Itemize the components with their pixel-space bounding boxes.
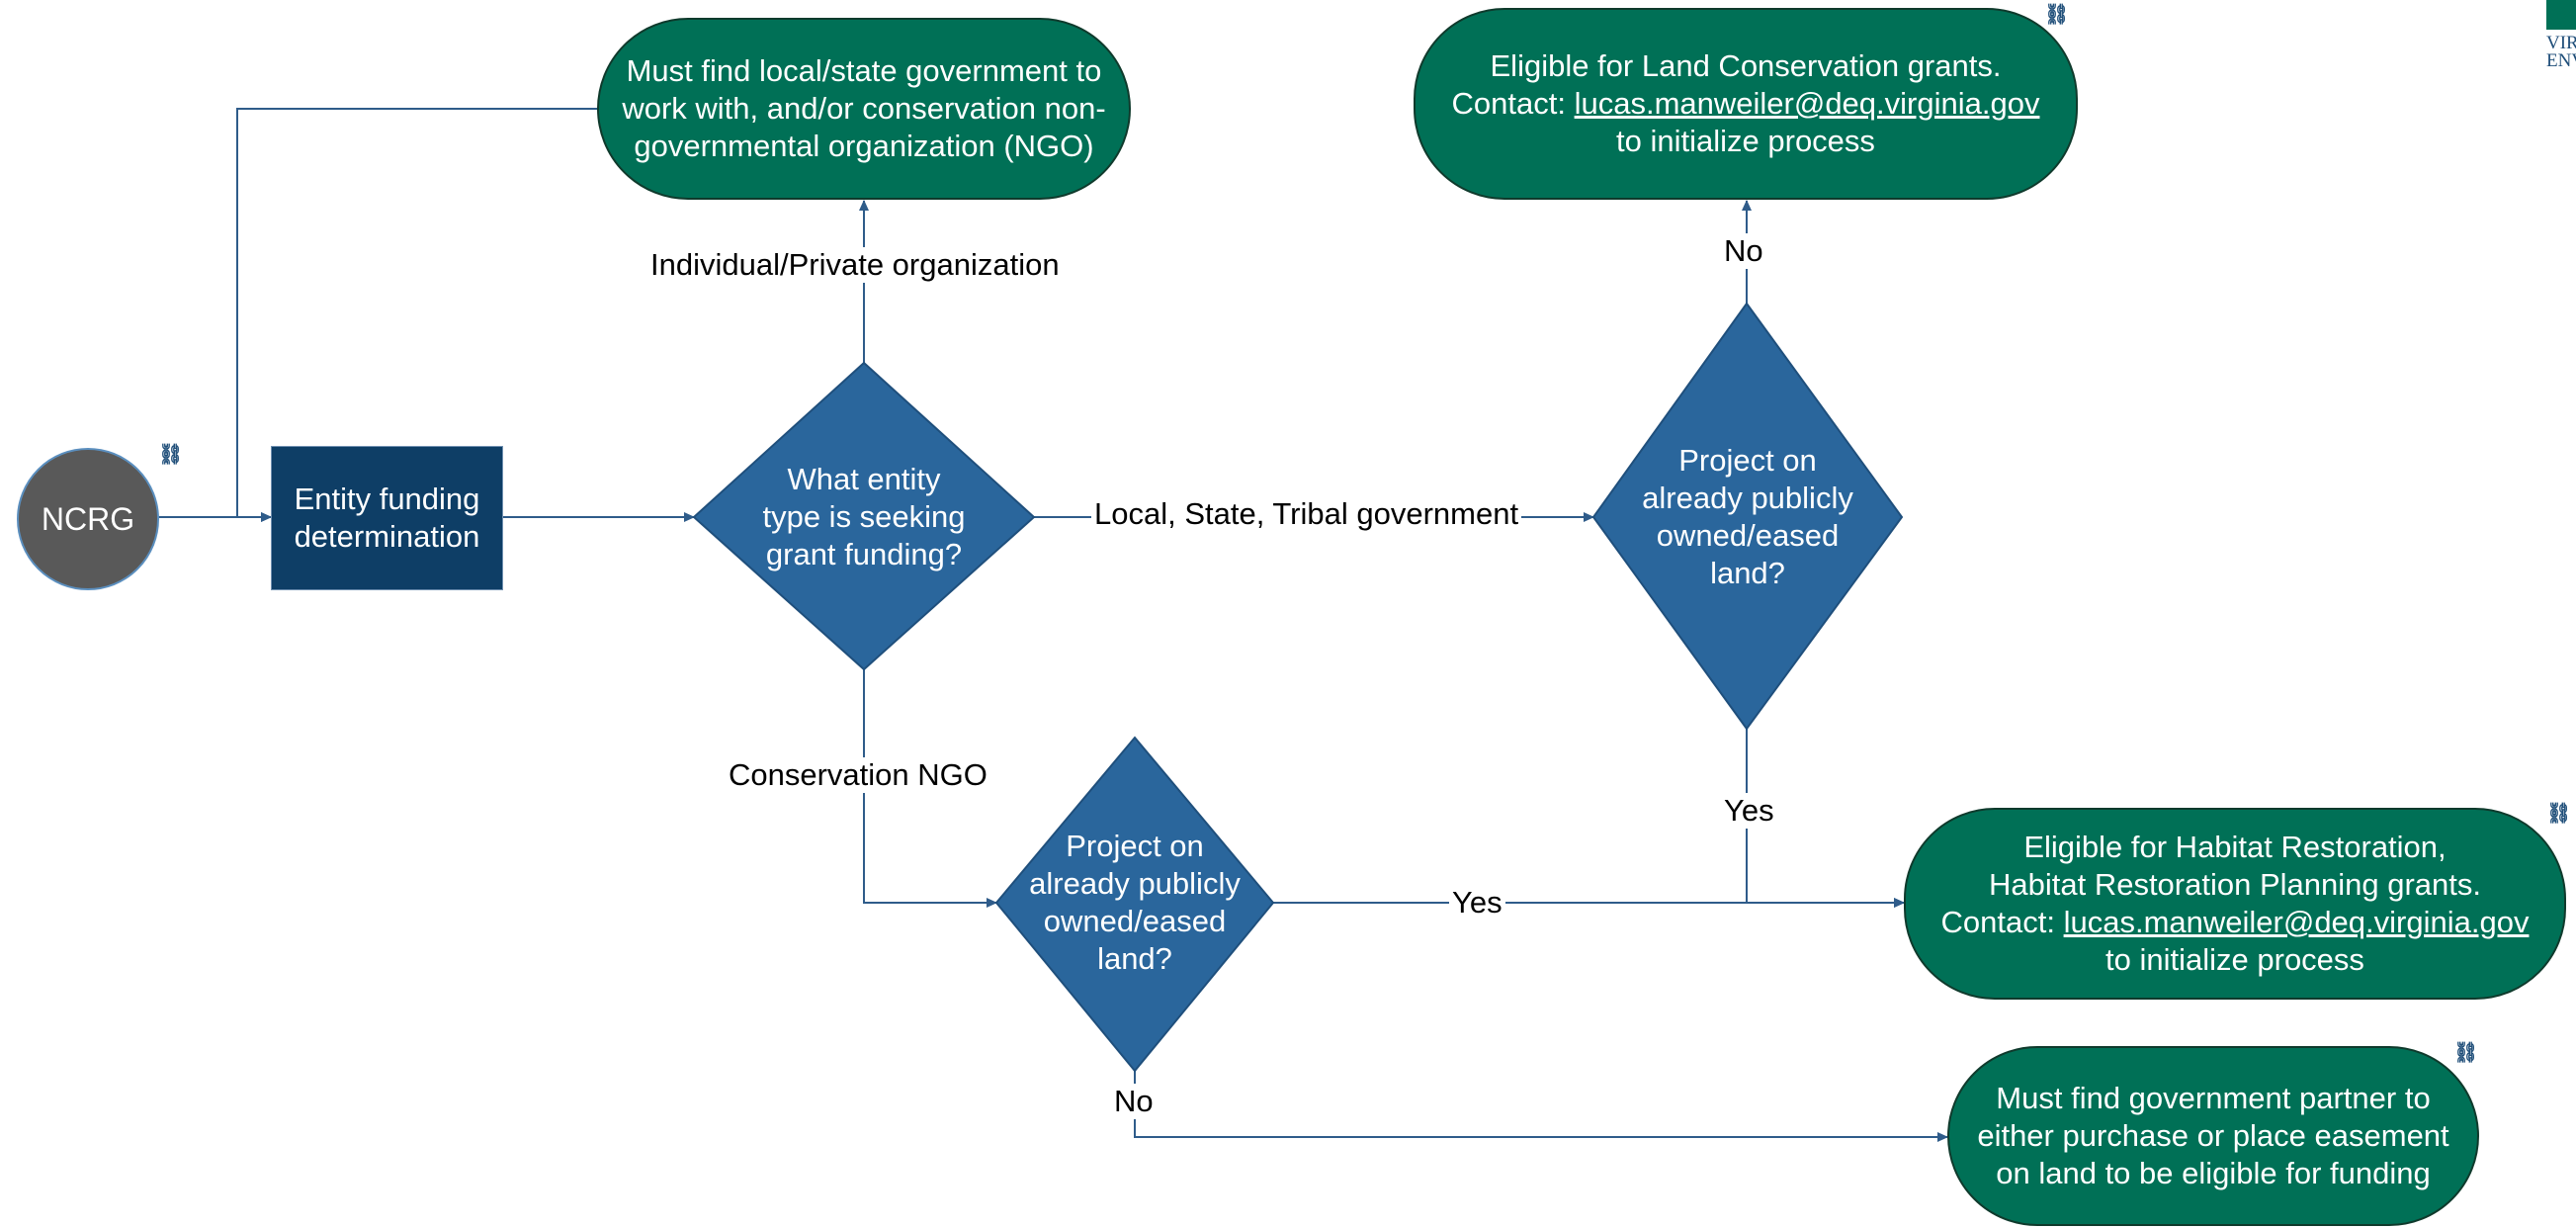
habitat-restoration-eligible-terminal[interactable]: Eligible for Habitat Restoration, Habita… [1904, 808, 2566, 1000]
link-icon[interactable]: ⛓ [2453, 1040, 2479, 1064]
brand-text-line1: VIR [2546, 33, 2576, 53]
contact-email-link[interactable]: lucas.manweiler@deq.virginia.gov [2063, 905, 2530, 939]
edge-loop-find-to-entity [236, 108, 597, 522]
gov-public-land-decision-label: Project on already publicly owned/eased … [1642, 443, 1853, 590]
entity-type-decision-diamond [692, 361, 1036, 671]
contact-prefix: Contact: [1451, 86, 1575, 121]
edge-decision-to-ngo-decision [863, 669, 997, 908]
entity-box-label: Entity funding determination [294, 482, 480, 554]
link-icon[interactable]: ⛓ [2546, 801, 2572, 825]
find-government-or-ngo-terminal[interactable]: Must find local/state government to work… [597, 18, 1131, 200]
edge-ngo-decision-no [1134, 1071, 1948, 1142]
link-icon[interactable]: ⛓ [158, 442, 184, 466]
ngo-public-land-decision-diamond [994, 736, 1275, 1073]
edge-label-no-top: No [1721, 233, 1766, 269]
brand-text-line2: ENV [2546, 50, 2576, 71]
contact-prefix: Contact: [1940, 905, 2064, 939]
edge-label-individual: Individual/Private organization [647, 247, 1063, 283]
entity-type-decision-label: What entity type is seeking grant fundin… [762, 462, 966, 571]
entity-funding-determination-box[interactable]: Entity funding determination [271, 446, 503, 590]
find-government-partner-terminal[interactable]: Must find government partner to either p… [1947, 1046, 2479, 1226]
ngo-public-land-decision-label: Project on already publicly owned/eased … [1029, 829, 1241, 976]
edge-label-government: Local, State, Tribal government [1091, 496, 1522, 532]
edge-label-ngo: Conservation NGO [726, 757, 990, 793]
gov-public-land-decision-diamond [1591, 302, 1904, 731]
land-conservation-eligible-terminal[interactable]: Eligible for Land Conservation grants. C… [1414, 8, 2078, 200]
edge-label-yes-right: Yes [1721, 793, 1777, 829]
edge-label-yes-bottom: Yes [1449, 885, 1505, 921]
edge-label-no-bottom: No [1111, 1084, 1157, 1119]
start-node-label: NCRG [41, 501, 135, 537]
contact-email-link[interactable]: lucas.manweiler@deq.virginia.gov [1574, 86, 2040, 121]
link-icon[interactable]: ⛓ [2044, 2, 2070, 26]
brand-color-block [2546, 0, 2576, 30]
start-node-ncrg[interactable]: NCRG [17, 448, 159, 590]
